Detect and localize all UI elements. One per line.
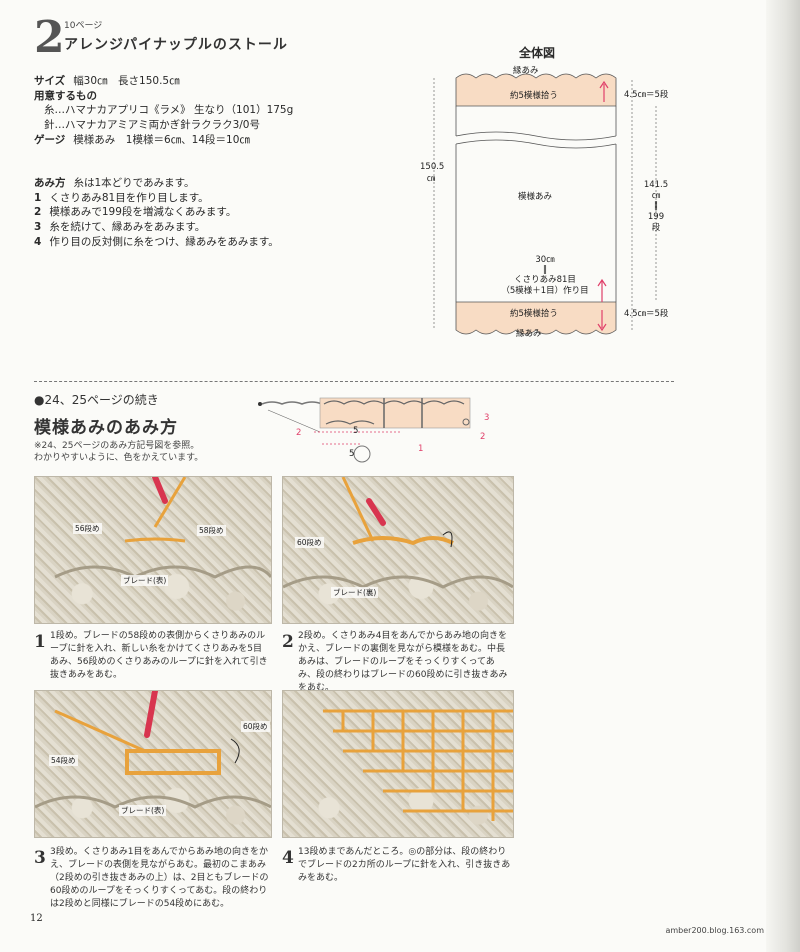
page-reference: 10ページ xyxy=(64,21,103,31)
needle-line: 針…ハマナカアミアミ両かぎ針ラクラク3/0号 xyxy=(44,119,260,132)
stitch-symbol-chart xyxy=(258,397,471,463)
yarn-line: 糸…ハマナカアプリコ《ラメ》 生なり（101）175g xyxy=(44,104,294,117)
symbol-label: 3 xyxy=(484,413,490,423)
photo-step-4 xyxy=(282,690,514,838)
diagram-title: 全体図 xyxy=(519,46,556,60)
photo-step-1: 56段め 58段め ブレード(表) xyxy=(34,476,272,624)
size-label: サイズ xyxy=(34,75,66,87)
pattern-title: アレンジパイナップルのストール xyxy=(64,37,288,53)
body-label: 模様あみ xyxy=(518,192,553,202)
howto-step: 3 糸を続けて、縁あみをあみます。 xyxy=(34,221,206,234)
pattern-note: ※24、25ページのあみ方記号図を参照。 わかりやすいように、色をかえています。 xyxy=(34,441,204,464)
top-band-label: 約5模様拾う xyxy=(510,91,558,101)
symbol-label: 2 xyxy=(296,428,302,438)
photo-label: 54段め xyxy=(49,755,78,766)
symbol-label: 1 xyxy=(418,444,424,454)
top-border-band xyxy=(455,73,617,107)
photo-label: ブレード(表) xyxy=(119,805,167,816)
pattern-method-title: 模様あみのあみ方 xyxy=(34,418,178,438)
top-edge-label: 縁あみ xyxy=(513,66,539,76)
photo-step-3: 54段め 60段め ブレード(表) xyxy=(34,690,272,838)
photo-label: ブレード(表) xyxy=(121,575,169,586)
howto-label: あみ方 xyxy=(34,177,66,189)
spec-block: サイズ幅30㎝ 長さ150.5㎝ 用意するもの 糸…ハマナカアプリコ《ラメ》 生… xyxy=(34,74,394,147)
size-value: 幅30㎝ 長さ150.5㎝ xyxy=(73,75,180,87)
howto-block: あみ方糸は1本どりであみます。 1 くさりあみ81目を作り目します。 2 模様あ… xyxy=(34,176,394,249)
photo-label: 58段め xyxy=(197,525,226,536)
photo-label: ブレード(裏) xyxy=(331,587,379,598)
howto-step: 4 作り目の反対側に糸をつけ、縁あみをあみます。 xyxy=(34,235,279,248)
book-gutter xyxy=(766,0,800,952)
photo-label: 56段め xyxy=(73,523,102,534)
howto-step: 1 くさりあみ81目を作り目します。 xyxy=(34,191,209,204)
overall-diagram xyxy=(433,73,657,335)
photo-label: 60段め xyxy=(241,721,270,732)
gauge-label: ゲージ xyxy=(34,133,66,146)
top-band-dim: 4.5㎝＝5段 xyxy=(624,90,669,100)
bottom-edge-label: 縁あみ xyxy=(516,329,542,339)
photo-label: 60段め xyxy=(295,537,324,548)
foundation-label: 30㎝ ‖ くさりあみ81目 （5模様＋1目）作り目 xyxy=(501,255,589,296)
bottom-band-label: 約5模様拾う xyxy=(510,309,558,319)
watermark: amber200.blog.163.com xyxy=(665,926,764,935)
page-number: 12 xyxy=(30,913,43,924)
pattern-number: 2 xyxy=(34,12,65,63)
section-label: ●24、25ページの続き xyxy=(34,393,159,407)
bottom-band-dim: 4.5㎝＝5段 xyxy=(624,309,669,319)
howto-intro: 糸は1本どりであみます。 xyxy=(73,177,195,189)
materials-label: 用意するもの xyxy=(34,89,97,102)
symbol-label: 5 xyxy=(353,426,359,436)
symbol-label: 2 xyxy=(480,432,486,442)
bottom-border-band xyxy=(455,301,617,335)
howto-step: 2 模様あみで199段を増減なくあみます。 xyxy=(34,206,237,219)
symbol-label: 5 xyxy=(349,449,355,459)
section-divider xyxy=(34,381,674,382)
gauge-value: 模様あみ 1模様＝6㎝、14段＝10㎝ xyxy=(73,133,250,146)
photo-step-2: 60段め ブレード(裏) xyxy=(282,476,514,624)
